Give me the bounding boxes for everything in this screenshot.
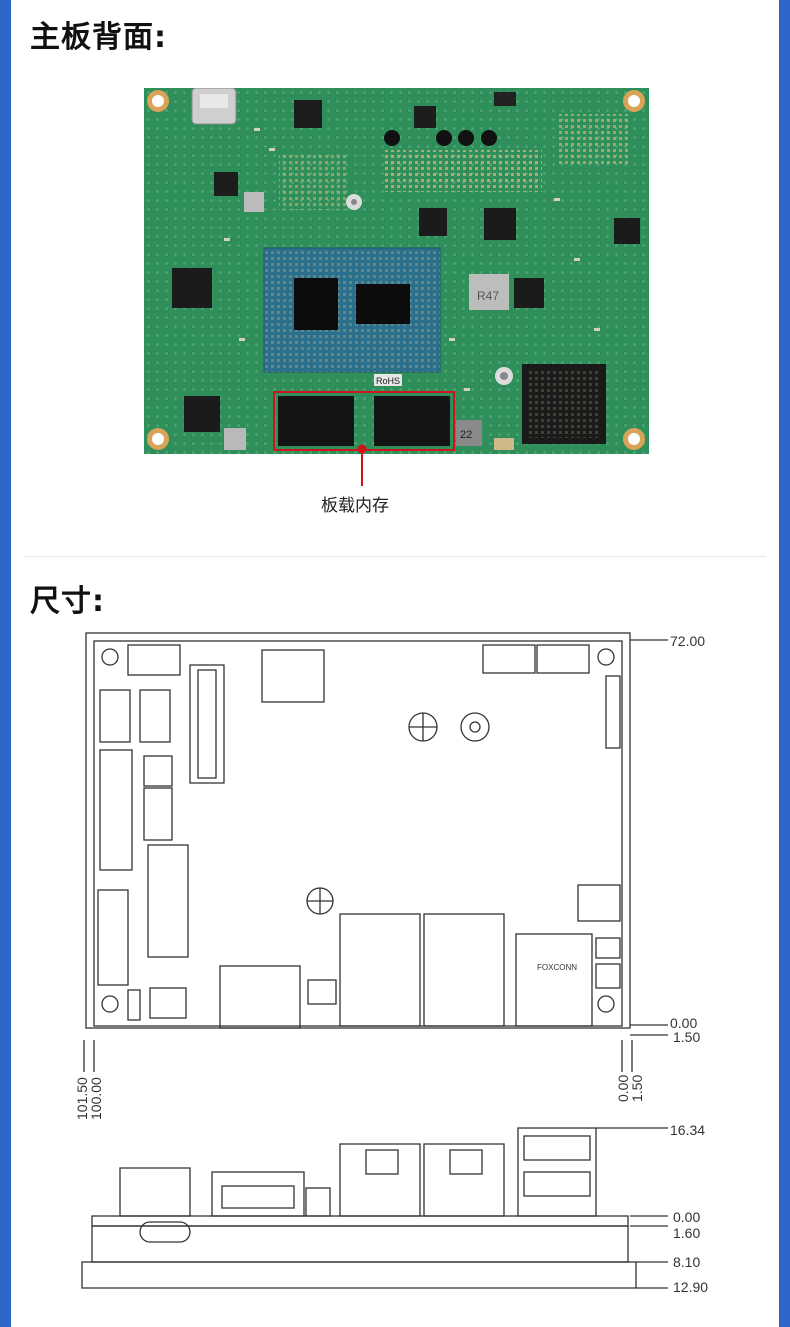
rohs-silk: RoHS	[376, 376, 400, 386]
section-divider	[24, 556, 766, 557]
mounting-holes	[147, 90, 645, 450]
memory-pointer	[357, 444, 367, 486]
section-title-back: 主板背面:	[30, 20, 167, 55]
r47-silk: R47	[477, 289, 499, 303]
board-back-photo: R47 RoHS 22	[144, 88, 649, 454]
memory-label: 板载内存	[321, 496, 389, 516]
inductor-silk: 22	[460, 429, 472, 441]
section-title-size: 尺寸:	[30, 584, 105, 619]
